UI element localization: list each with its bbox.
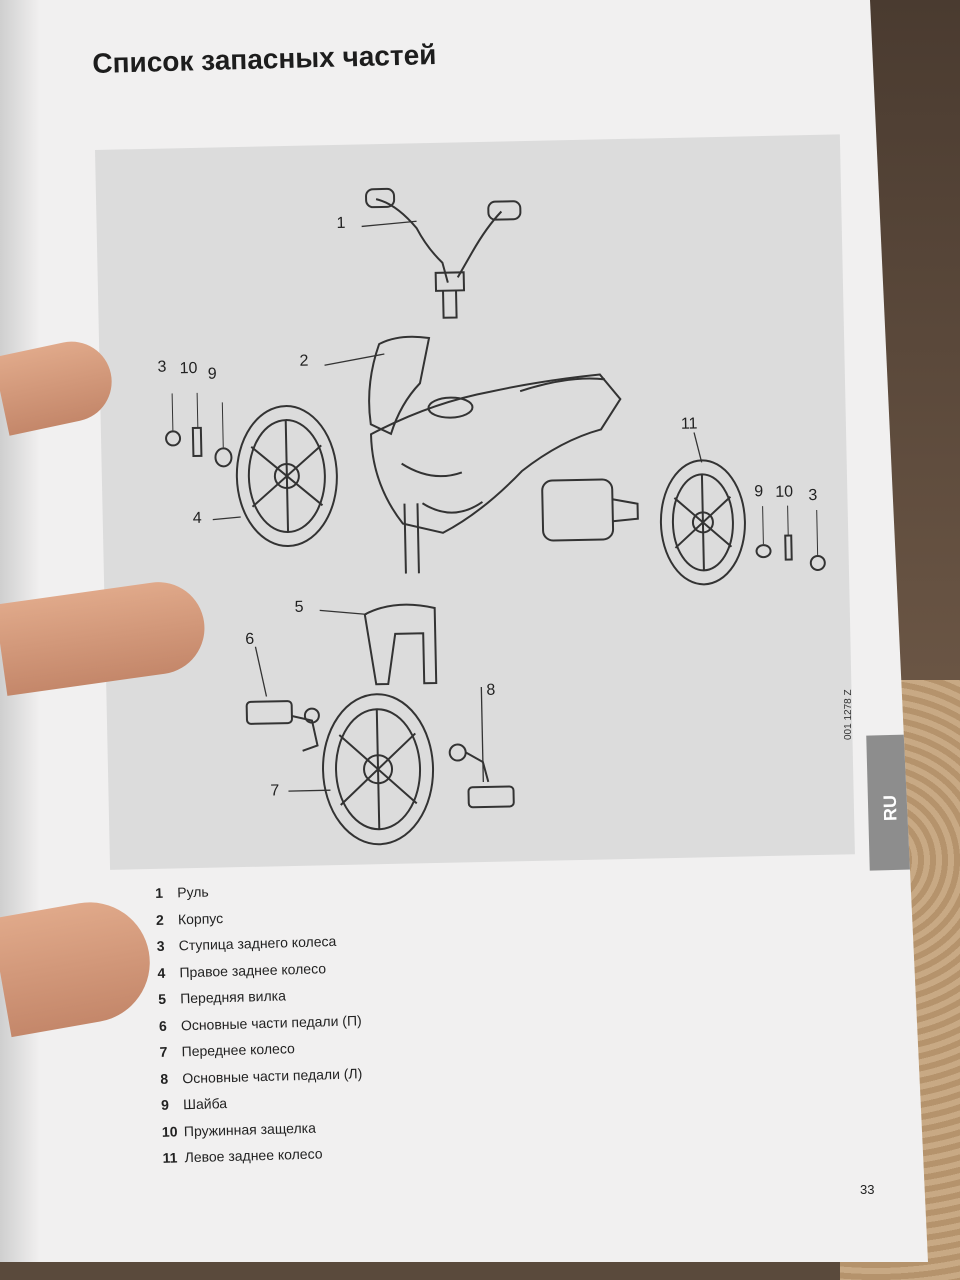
legend-number: 3 bbox=[156, 937, 165, 954]
exploded-parts-diagram: 1 2 3 10 9 4 11 9 10 3 5 6 8 7 bbox=[95, 134, 855, 870]
legend-label: Переднее колесо bbox=[181, 1040, 295, 1060]
hardware-left-drawing bbox=[165, 392, 233, 468]
legend-label: Шайба bbox=[182, 1095, 228, 1113]
legend-label: Пружинная защелка bbox=[183, 1119, 317, 1139]
callout-label: 11 bbox=[680, 415, 698, 433]
callout-label: 10 bbox=[179, 359, 198, 378]
legend-number: 9 bbox=[160, 1096, 170, 1113]
legend-number: 1 bbox=[155, 884, 164, 901]
page-number: 33 bbox=[860, 1182, 875, 1197]
callout-label: 8 bbox=[486, 681, 496, 699]
front-fork-drawing bbox=[363, 503, 438, 686]
legend-label: Основные части педали (П) bbox=[180, 1011, 362, 1033]
legend-number: 10 bbox=[161, 1122, 178, 1140]
legend-number: 7 bbox=[159, 1043, 168, 1060]
callout-label: 3 bbox=[808, 486, 818, 505]
callout-label: 3 bbox=[157, 358, 167, 376]
pedal-right-drawing bbox=[245, 700, 320, 752]
motor-drawing bbox=[541, 478, 639, 542]
callout-label: 9 bbox=[207, 365, 217, 383]
handlebar-drawing bbox=[365, 187, 522, 319]
callout-label: 10 bbox=[775, 483, 794, 501]
figure-code: 001 1278 Z bbox=[843, 689, 854, 740]
legend-number: 5 bbox=[157, 990, 167, 1007]
leader-lines bbox=[212, 220, 703, 792]
hardware-right-drawing bbox=[755, 505, 826, 571]
callout-label: 1 bbox=[336, 214, 346, 232]
legend-label: Руль bbox=[176, 883, 209, 901]
callout-label: 2 bbox=[299, 352, 309, 370]
front-wheel-drawing bbox=[322, 693, 435, 846]
legend-number: 11 bbox=[162, 1149, 178, 1166]
language-tab-label: RU bbox=[879, 794, 901, 822]
rear-wheel-left-drawing bbox=[659, 459, 746, 586]
body-drawing bbox=[368, 335, 622, 534]
legend-number: 6 bbox=[158, 1017, 167, 1034]
legend-label: Правое заднее колесо bbox=[179, 959, 327, 980]
legend-label: Корпус bbox=[177, 909, 224, 927]
legend-label: Основные части педали (Л) bbox=[182, 1064, 363, 1086]
callout-label: 9 bbox=[754, 483, 764, 501]
legend-label: Левое заднее колесо bbox=[184, 1145, 323, 1166]
legend-number: 4 bbox=[157, 964, 166, 981]
callout-label: 4 bbox=[192, 509, 202, 528]
legend-number: 8 bbox=[160, 1070, 169, 1087]
callout-label: 7 bbox=[270, 782, 280, 800]
legend-label: Передняя вилка bbox=[179, 987, 287, 1007]
diagram-drawing bbox=[165, 187, 826, 846]
callout-label: 5 bbox=[294, 598, 304, 616]
callout-label: 6 bbox=[245, 630, 255, 648]
page-title: Список запасных частей bbox=[92, 38, 437, 79]
legend-number: 2 bbox=[155, 911, 164, 928]
pedal-left-drawing bbox=[448, 743, 515, 809]
rear-wheel-right-drawing bbox=[235, 405, 338, 548]
